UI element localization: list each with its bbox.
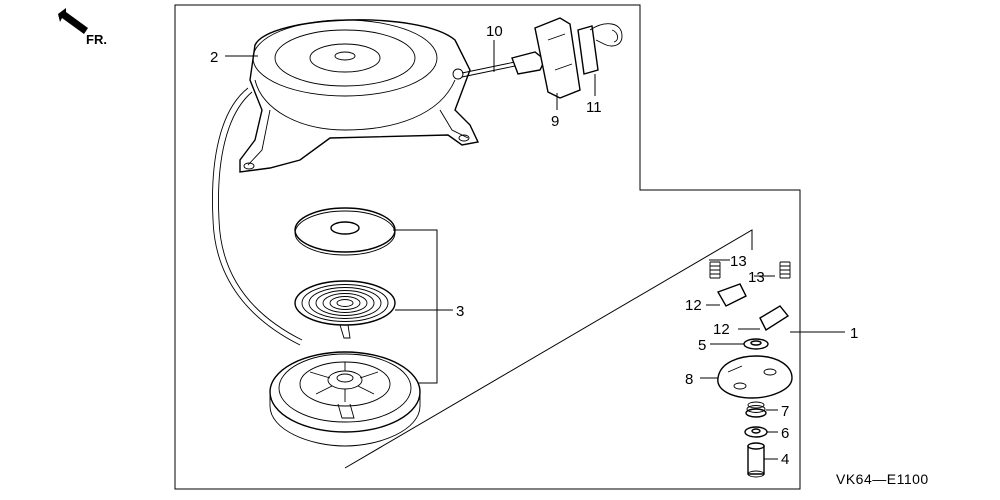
ratchet-spring-right: [779, 261, 791, 279]
drawing-code: VK64—E1100: [836, 471, 929, 487]
callout-3: 3: [456, 303, 464, 320]
callout-12-right: 12: [713, 321, 730, 338]
callout-8: 8: [685, 371, 693, 388]
ratchet-group-line: [344, 229, 753, 469]
washer-5: [743, 338, 769, 350]
callout-7: 7: [781, 403, 789, 420]
ratchet-pawl-left: [716, 283, 747, 307]
callout-2: 2: [210, 49, 218, 66]
washer-6: [744, 426, 768, 438]
starter-grip: [511, 17, 581, 99]
spring-cover-plate: [294, 207, 396, 256]
callout-10: 10: [486, 23, 503, 40]
starter-rope: [212, 87, 301, 346]
callout-6: 6: [781, 425, 789, 442]
recoil-reel: [269, 351, 421, 447]
callout-12-left: 12: [685, 297, 702, 314]
callout-13-left: 13: [730, 253, 747, 270]
callout-13-right: 13: [748, 269, 765, 286]
callout-9: 9: [551, 113, 559, 130]
callout-11: 11: [586, 99, 602, 116]
front-arrow-icon: [58, 8, 88, 34]
bracket-3: [393, 229, 438, 384]
starter-case: [239, 19, 480, 173]
assembly-border: [174, 4, 801, 490]
callout-4: 4: [781, 451, 789, 468]
ratchet-pawl-right: [759, 305, 790, 332]
grip-insert: [577, 23, 623, 75]
callout-5: 5: [698, 337, 706, 354]
ratchet-spring-left: [709, 261, 721, 279]
setting-pin: [747, 442, 765, 478]
direction-label: FR.: [86, 32, 107, 47]
recoil-spring: [294, 280, 396, 339]
callout-1: 1: [850, 325, 858, 342]
friction-spring: [745, 401, 767, 418]
ratchet-guide: [717, 355, 793, 399]
